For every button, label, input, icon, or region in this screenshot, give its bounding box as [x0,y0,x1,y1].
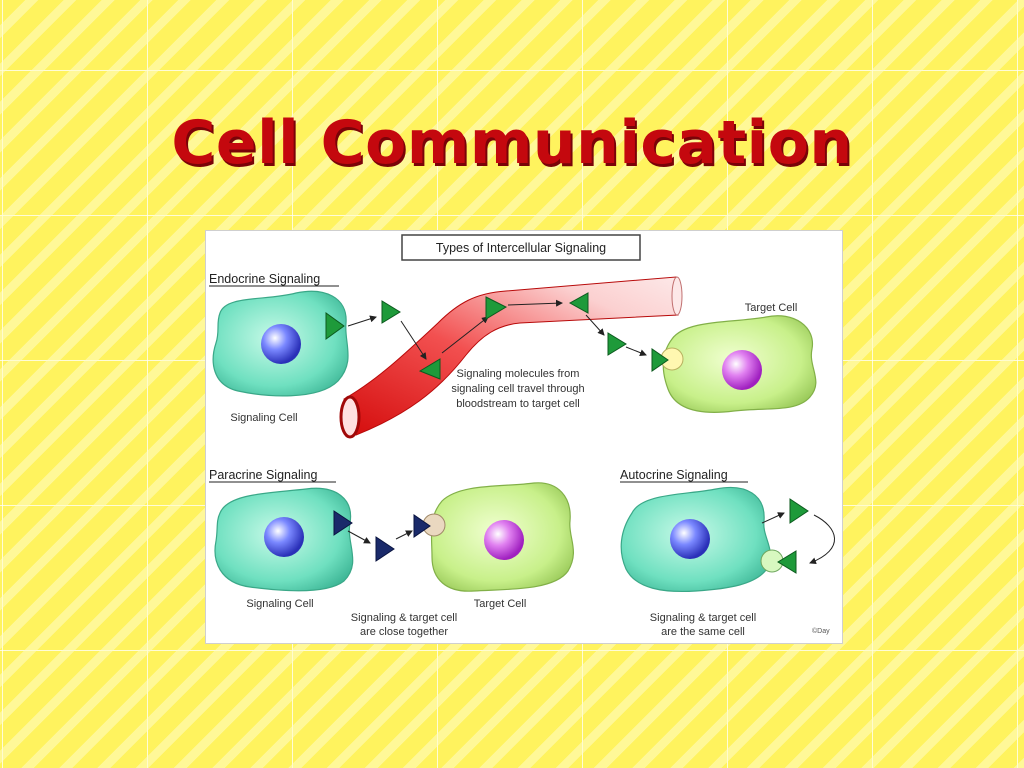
endocrine-signaling-cell-label: Signaling Cell [230,412,297,424]
endocrine-signaling-nucleus [261,324,301,364]
autocrine-heading: Autocrine Signaling [620,468,728,482]
endocrine-molecule-1 [325,312,345,340]
endocrine-target-nucleus [722,350,762,390]
endocrine-molecule-5 [568,292,589,314]
autocrine-caption-line2: are the same cell [661,626,745,638]
endocrine-bound-molecule [651,348,669,372]
endocrine-section: Endocrine Signaling Signaling Cell [209,272,817,439]
paracrine-target-cell-label: Target Cell [474,598,527,610]
paracrine-molecule-2 [375,536,395,562]
slide-title: Cell Communication [171,108,853,178]
autocrine-nucleus [670,519,710,559]
autocrine-section: Autocrine Signaling Signaling & target c… [620,468,835,638]
paracrine-heading: Paracrine Signaling [209,468,317,482]
autocrine-molecule-released [789,498,809,524]
paracrine-section: Paracrine Signaling Signaling Cell Targe… [209,468,574,638]
paracrine-molecule-1 [333,510,353,536]
endocrine-caption-line3: bloodstream to target cell [456,398,580,410]
paracrine-signaling-cell-label: Signaling Cell [246,598,313,610]
blood-vessel-opening [339,395,361,439]
endocrine-caption-line2: signaling cell travel through [451,383,584,395]
paracrine-target-nucleus [484,520,524,560]
paracrine-signaling-nucleus [264,517,304,557]
endocrine-molecule-2 [381,300,401,324]
intercellular-signaling-diagram: Types of Intercellular Signaling Endocri… [205,230,843,644]
blood-vessel [343,276,679,436]
endocrine-target-cell-label: Target Cell [745,302,798,314]
diagram-header: Types of Intercellular Signaling [436,241,606,255]
autocrine-bound-molecule [777,550,797,574]
endocrine-heading: Endocrine Signaling [209,272,320,286]
diagram-header-box: Types of Intercellular Signaling [401,234,641,261]
endocrine-molecule-6 [607,332,627,356]
diagram-credit: ©Day [812,627,830,635]
autocrine-return-arrow [809,514,835,565]
paracrine-caption-line2: are close together [360,626,448,638]
paracrine-caption-line1: Signaling & target cell [351,612,457,624]
paracrine-bound-molecule [413,514,431,538]
endocrine-molecule-3 [418,358,441,380]
endocrine-molecule-4 [485,296,508,320]
endocrine-caption-line1: Signaling molecules from [457,368,580,380]
autocrine-caption-line1: Signaling & target cell [650,612,756,624]
